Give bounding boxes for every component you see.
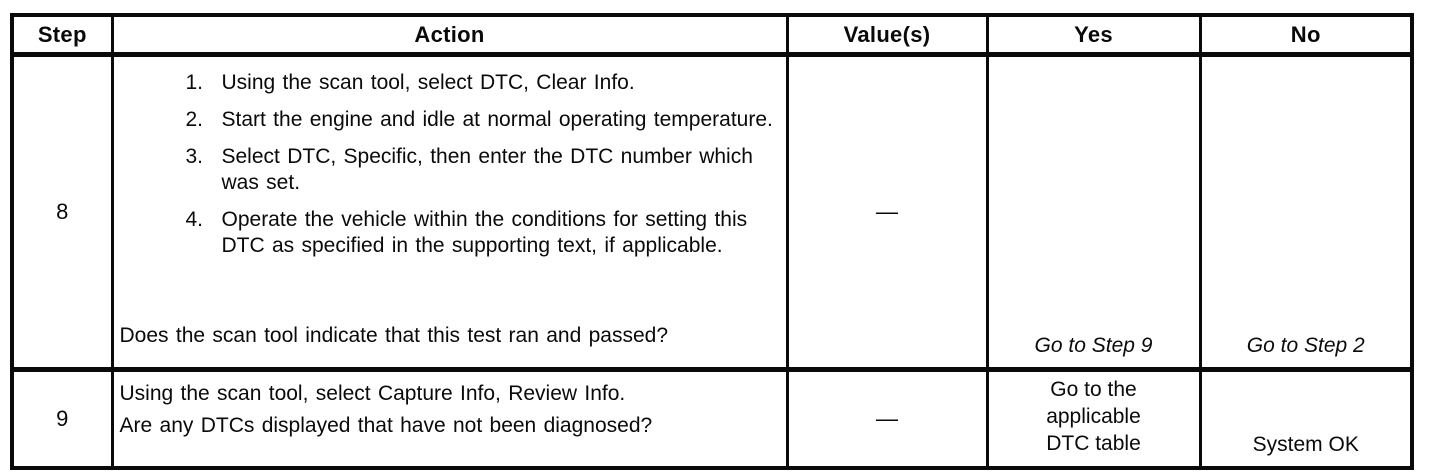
- action-line: Using the scan tool, select Capture Info…: [119, 382, 626, 405]
- yes-result-cell: Go to the applicable DTC table: [985, 369, 1202, 468]
- list-number: 2.: [185, 108, 204, 131]
- table-row-step-8: 8 1. Using the scan tool, select DTC, Cl…: [10, 54, 1414, 372]
- action-list-item: 3. Select DTC, Specific, then enter the …: [186, 144, 780, 196]
- no-instruction: Go to Step 2: [1246, 334, 1365, 357]
- value-dash: —: [785, 54, 989, 372]
- list-text: Using the scan tool, select DTC, Clear I…: [221, 71, 635, 94]
- header-yes: Yes: [985, 15, 1202, 57]
- list-number: 3.: [185, 145, 204, 168]
- header-no: No: [1198, 15, 1414, 57]
- action-list-item: 2. Start the engine and idle at normal o…: [186, 107, 780, 133]
- step-number: 9: [10, 369, 114, 468]
- list-text: Select DTC, Specific, then enter the DTC…: [221, 145, 753, 194]
- header-step: Step: [10, 15, 114, 57]
- action-cell: Using the scan tool, select Capture Info…: [110, 369, 789, 468]
- action-content: Using the scan tool, select Capture Info…: [115, 372, 784, 449]
- yes-result-cell: Go to Step 9: [985, 54, 1202, 372]
- no-result-cell: System OK: [1198, 369, 1414, 468]
- header-action: Action: [110, 15, 789, 57]
- list-number: 4.: [185, 208, 204, 231]
- action-list-item: 1. Using the scan tool, select DTC, Clea…: [186, 70, 780, 96]
- dtc-diagnostic-table: Step Action Value(s) Yes No 8 1. Using t…: [10, 13, 1414, 470]
- action-list-item: 4. Operate the vehicle within the condit…: [186, 207, 780, 259]
- list-text: Operate the vehicle within the condition…: [221, 208, 748, 257]
- yes-instruction: Go to the applicable DTC table: [1046, 378, 1141, 455]
- no-instruction: System OK: [1252, 433, 1359, 456]
- action-question: Does the scan tool indicate that this te…: [119, 324, 669, 347]
- step-number: 8: [10, 54, 114, 372]
- no-result-cell: Go to Step 2: [1198, 54, 1414, 372]
- table-row-step-9: 9 Using the scan tool, select Capture In…: [10, 369, 1414, 468]
- list-number: 1.: [185, 71, 204, 94]
- list-text: Start the engine and idle at normal oper…: [221, 108, 773, 131]
- header-values: Value(s): [785, 15, 989, 57]
- action-question: Are any DTCs displayed that have not bee…: [119, 414, 653, 437]
- action-cell: 1. Using the scan tool, select DTC, Clea…: [110, 54, 789, 372]
- header-row: Step Action Value(s) Yes No: [10, 15, 1414, 57]
- action-content: 1. Using the scan tool, select DTC, Clea…: [115, 57, 784, 355]
- yes-instruction: Go to Step 9: [1034, 334, 1153, 357]
- value-dash: —: [785, 369, 989, 468]
